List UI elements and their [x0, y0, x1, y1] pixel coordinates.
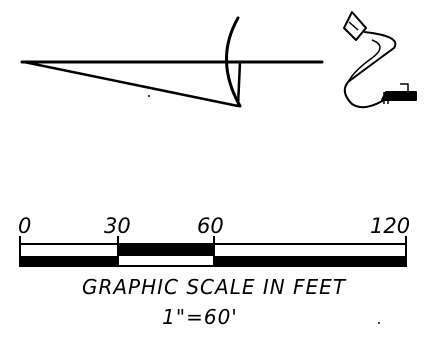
scale-segment-0-30 — [20, 256, 118, 266]
graphic-scale: 0 30 60 120 GRAPHIC SCALE IN FEET 1"=60' — [18, 214, 410, 329]
scale-tick-label-120: 120 — [370, 214, 410, 238]
scale-tick-label-60: 60 — [197, 214, 224, 238]
curved-stroke — [225, 16, 242, 108]
scale-segment-60-120 — [214, 256, 406, 266]
scale-ratio: 1"=60' — [162, 305, 238, 329]
scale-caption: GRAPHIC SCALE IN FEET — [82, 275, 347, 299]
scale-segment-30-60 — [118, 244, 214, 256]
scale-tick-label-0: 0 — [18, 214, 31, 238]
scale-bar — [19, 236, 407, 267]
wedge-shape — [22, 60, 242, 108]
speck-dot-2 — [378, 322, 380, 324]
scale-tick-label-30: 30 — [104, 214, 131, 238]
speck-dot — [148, 95, 150, 97]
scale-tick-labels: 0 30 60 120 — [18, 214, 410, 238]
linework — [20, 16, 324, 108]
north-arrow-icon — [343, 11, 417, 109]
